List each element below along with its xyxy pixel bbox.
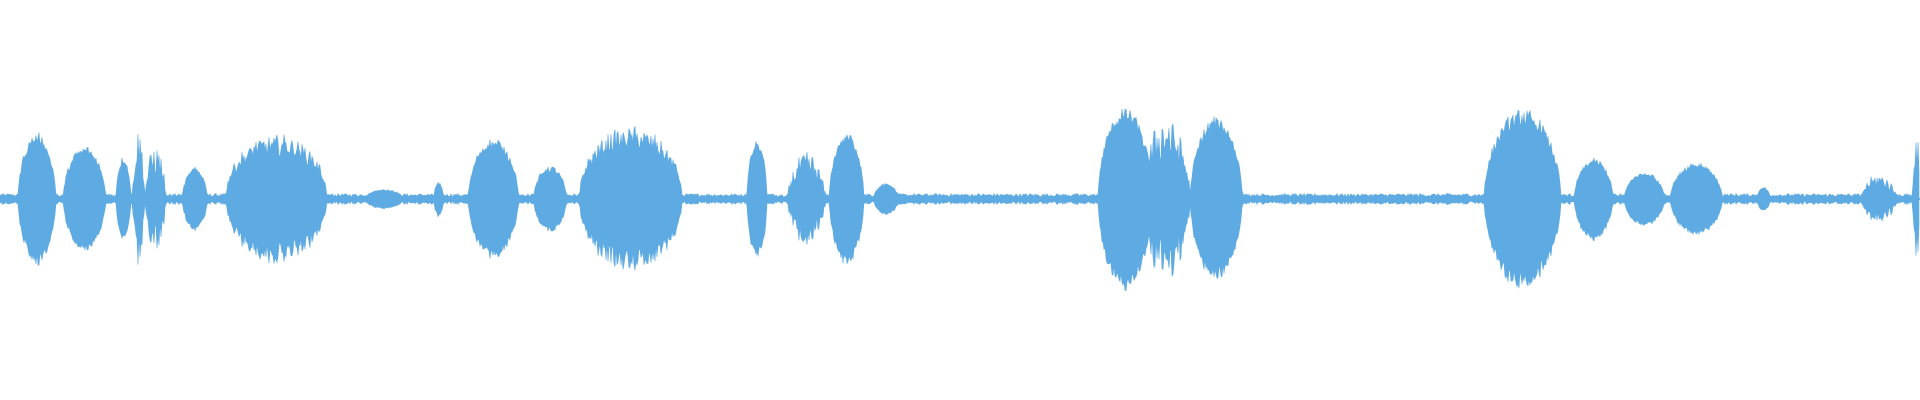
waveform-graphic: [0, 108, 1920, 291]
